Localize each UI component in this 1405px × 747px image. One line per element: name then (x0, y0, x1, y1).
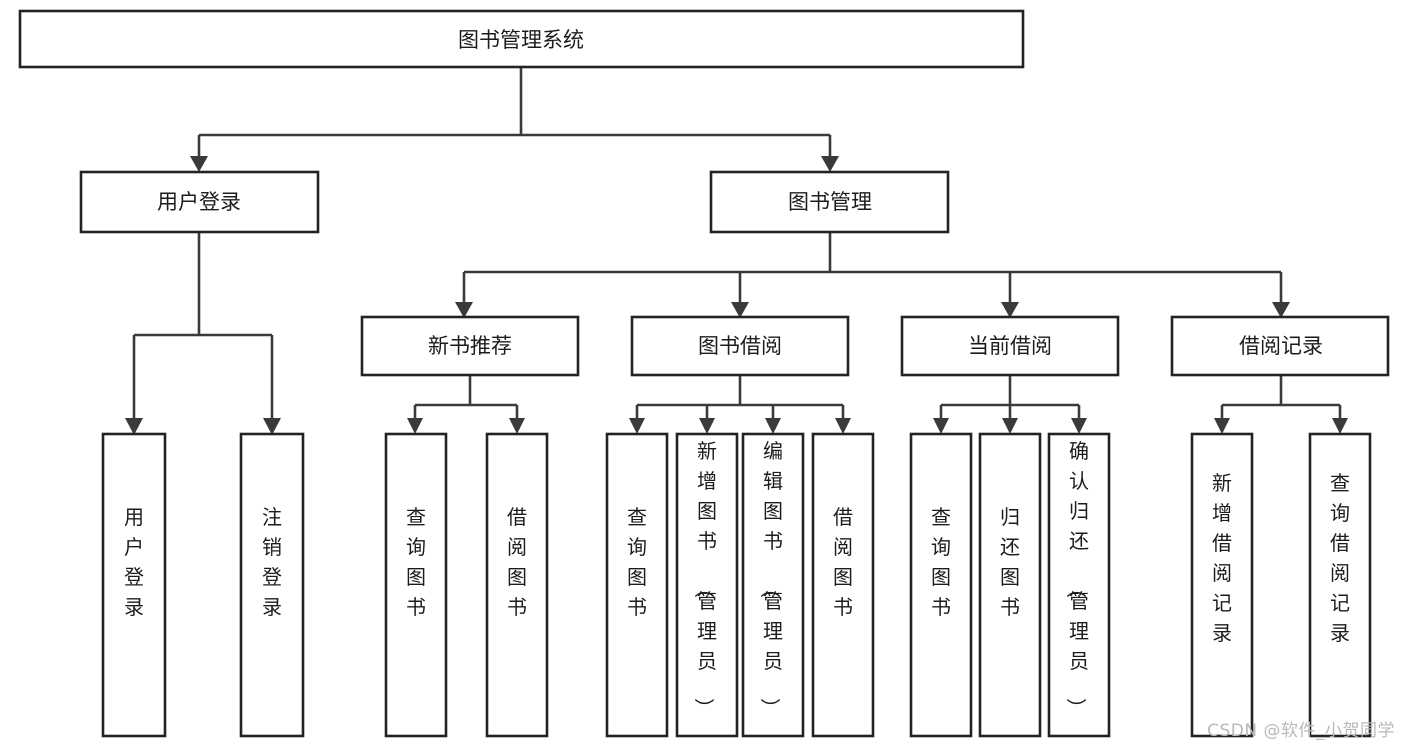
node-user-login-label: 用户登录 (157, 190, 241, 214)
node-leaf-query-book-1-box[interactable] (384, 432, 448, 738)
node-leaf-logout-box[interactable] (239, 432, 305, 738)
node-leaf-edit-book[interactable]: 编辑图书（管理员） (741, 432, 805, 738)
node-leaf-borrow-book-1[interactable]: 借阅图书 (485, 432, 549, 738)
arrow-head-current-borrow (1001, 302, 1019, 318)
csdn-watermark: CSDN @软件_小贺同学 (1207, 721, 1395, 741)
node-leaf-confirm-return[interactable]: 确认归还（管理员） (1047, 432, 1111, 738)
node-current-borrow[interactable]: 当前借阅 (900, 315, 1120, 377)
arrow-head-new-book-rec (455, 302, 473, 318)
node-leaf-logout-label: 注销登录 (262, 505, 282, 619)
node-leaf-query-record[interactable]: 查询借阅记录 (1308, 432, 1372, 738)
node-leaf-user-login-label: 用户登录 (124, 505, 144, 619)
node-leaf-query-book-2-box[interactable] (605, 432, 669, 738)
node-leaf-query-book-2-label: 查询图书 (627, 505, 647, 619)
node-book-borrow-box[interactable] (630, 315, 850, 377)
node-leaf-user-login[interactable]: 用户登录 (101, 432, 167, 738)
node-leaf-query-book-1-label: 查询图书 (406, 505, 426, 619)
node-leaf-query-book-3-label: 查询图书 (931, 505, 951, 619)
arrow-head-leaf-query-book-2 (629, 418, 645, 434)
node-new-book-rec-label: 新书推荐 (428, 334, 512, 358)
node-leaf-confirm-return-label: 确认归还（管理员） (1064, 439, 1089, 718)
node-leaf-edit-book-label: 编辑图书（管理员） (758, 439, 783, 718)
node-leaf-borrow-book-2-label: 借阅图书 (833, 505, 853, 619)
node-book-mgmt-label: 图书管理 (788, 190, 872, 214)
arrow-head-leaf-user-login (125, 418, 143, 435)
node-current-borrow-label: 当前借阅 (968, 334, 1052, 358)
node-leaf-return-book-box[interactable] (978, 432, 1042, 738)
node-leaf-borrow-book-2[interactable]: 借阅图书 (811, 432, 875, 738)
node-borrow-record-box[interactable] (1170, 315, 1390, 377)
node-leaf-add-record[interactable]: 新增借阅记录 (1190, 432, 1254, 738)
edge-layer (125, 67, 1348, 435)
arrow-head-leaf-query-book-1 (407, 418, 423, 434)
node-root-box[interactable] (18, 9, 1025, 69)
node-leaf-query-book-3-box[interactable] (909, 432, 973, 738)
node-leaf-add-book-box[interactable] (675, 432, 739, 738)
node-user-login[interactable]: 用户登录 (79, 170, 320, 234)
node-current-borrow-box[interactable] (900, 315, 1120, 377)
arrow-head-leaf-edit-book (765, 418, 781, 434)
node-leaf-user-login-box[interactable] (101, 432, 167, 738)
arrow-head-leaf-query-record (1332, 418, 1348, 434)
node-leaf-logout[interactable]: 注销登录 (239, 432, 305, 738)
node-leaf-edit-book-box[interactable] (741, 432, 805, 738)
node-book-mgmt[interactable]: 图书管理 (709, 170, 950, 234)
node-leaf-confirm-return-box[interactable] (1047, 432, 1111, 738)
arrow-head-leaf-return-book (1002, 418, 1018, 434)
node-borrow-record[interactable]: 借阅记录 (1170, 315, 1390, 377)
node-user-login-box[interactable] (79, 170, 320, 234)
node-book-borrow-label: 图书借阅 (698, 334, 782, 358)
node-new-book-rec[interactable]: 新书推荐 (360, 315, 580, 377)
node-leaf-query-book-3[interactable]: 查询图书 (909, 432, 973, 738)
node-leaf-return-book-label: 归还图书 (1000, 505, 1020, 619)
node-leaf-add-record-box[interactable] (1190, 432, 1254, 738)
node-root[interactable]: 图书管理系统 (18, 9, 1025, 69)
node-borrow-record-label: 借阅记录 (1239, 334, 1323, 358)
node-root-label: 图书管理系统 (458, 28, 584, 52)
node-leaf-query-book-1[interactable]: 查询图书 (384, 432, 448, 738)
arrow-head-borrow-record (1272, 302, 1290, 318)
arrow-head-leaf-add-book (699, 418, 715, 434)
arrow-head-leaf-logout (263, 418, 281, 435)
node-book-mgmt-box[interactable] (709, 170, 950, 234)
node-leaf-query-book-2[interactable]: 查询图书 (605, 432, 669, 738)
node-leaf-return-book[interactable]: 归还图书 (978, 432, 1042, 738)
arrow-head-book-borrow (731, 302, 749, 318)
node-leaf-add-record-label: 新增借阅记录 (1212, 471, 1232, 645)
node-leaf-borrow-book-1-label: 借阅图书 (507, 505, 527, 619)
arrow-head-leaf-confirm-return (1071, 418, 1087, 434)
node-leaf-query-record-box[interactable] (1308, 432, 1372, 738)
node-new-book-rec-box[interactable] (360, 315, 580, 377)
arrow-head-leaf-borrow-book-2 (835, 418, 851, 434)
node-leaf-query-record-label: 查询借阅记录 (1330, 471, 1350, 645)
arrow-head-leaf-borrow-book-1 (509, 418, 525, 434)
arrow-head-leaf-add-record (1214, 418, 1230, 434)
node-leaf-borrow-book-2-box[interactable] (811, 432, 875, 738)
node-leaf-add-book-label: 新增图书（管理员） (692, 439, 717, 718)
arrow-head-user-login (190, 156, 208, 172)
node-leaf-borrow-book-1-box[interactable] (485, 432, 549, 738)
node-book-borrow[interactable]: 图书借阅 (630, 315, 850, 377)
arrow-head-leaf-query-book-3 (933, 418, 949, 434)
node-leaf-add-book[interactable]: 新增图书（管理员） (675, 432, 739, 738)
arrow-head-book-mgmt (821, 156, 839, 172)
